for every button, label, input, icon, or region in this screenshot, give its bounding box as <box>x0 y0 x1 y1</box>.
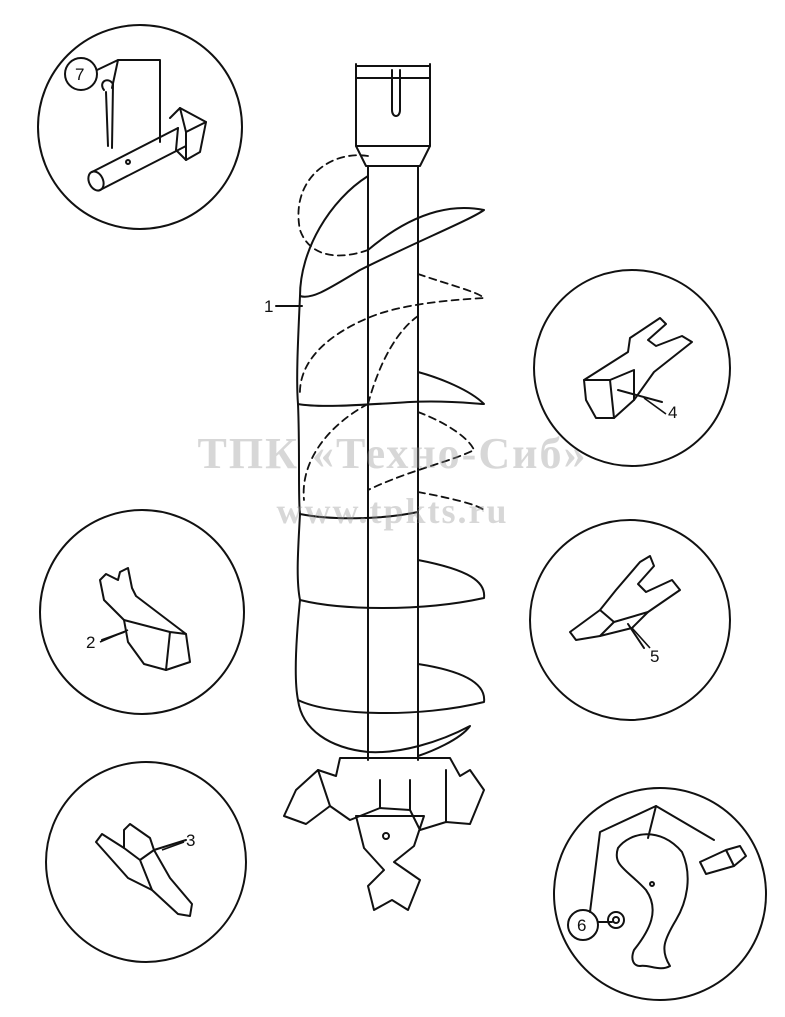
callout-label-1: 1 <box>264 297 273 316</box>
callout-circle-7 <box>64 57 98 91</box>
detail-circle-3 <box>45 761 247 963</box>
detail-circle-7 <box>37 24 243 230</box>
auger-flight-2 <box>296 295 485 407</box>
clevis-pin <box>87 107 207 192</box>
tooth-insert-a <box>99 567 191 671</box>
auger-phantom-flights <box>297 154 485 511</box>
auger-flight-4 <box>296 513 486 609</box>
cotter-pin <box>101 79 114 149</box>
pilot-bit-plate <box>615 833 689 970</box>
auger-cutter-head <box>283 757 485 831</box>
detail-circle-4 <box>533 269 731 467</box>
callout-labels: 1 2 3 4 5 6 7 <box>75 65 677 935</box>
auger-flight-1 <box>299 175 485 298</box>
auger-assembly <box>275 63 486 911</box>
auger-flight-6 <box>297 699 471 757</box>
callout-leaders <box>99 397 667 851</box>
auger-flight-3 <box>297 403 419 520</box>
tooth-a <box>95 823 193 917</box>
detail-circle-6 <box>553 787 767 1001</box>
tooth-insert-b <box>583 317 693 419</box>
callout-label-7: 7 <box>75 65 84 84</box>
bolt <box>699 845 747 875</box>
detail-circle-2 <box>39 509 245 715</box>
callout-label-2: 2 <box>86 633 95 652</box>
auger-flight-5 <box>294 599 486 714</box>
detail-circle-5 <box>529 519 731 721</box>
nut <box>607 911 625 929</box>
auger-pilot-bit <box>355 815 425 911</box>
callout-label-6: 6 <box>577 916 586 935</box>
callout-label-4: 4 <box>668 403 677 422</box>
callout-circle-6 <box>567 909 599 941</box>
callout-label-3: 3 <box>186 831 195 850</box>
tooth-b <box>569 555 681 641</box>
callout-label-5: 5 <box>650 647 659 666</box>
